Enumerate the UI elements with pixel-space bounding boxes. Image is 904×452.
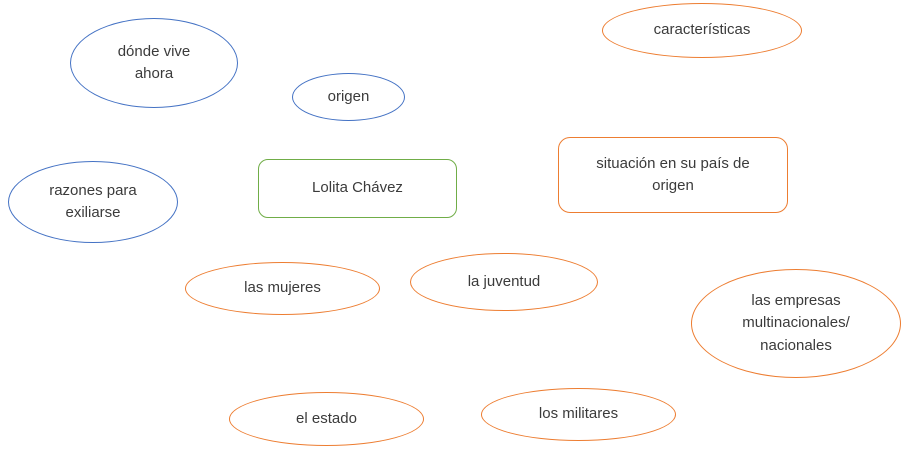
node-situacion-pais-origen-label: situación en su país de origen bbox=[596, 154, 750, 195]
node-el-estado[interactable]: el estado bbox=[229, 392, 424, 446]
node-lolita-chavez[interactable]: Lolita Chávez bbox=[258, 159, 457, 218]
node-los-militares[interactable]: los militares bbox=[481, 388, 676, 441]
node-las-mujeres[interactable]: las mujeres bbox=[185, 262, 380, 315]
node-los-militares-label: los militares bbox=[538, 405, 619, 423]
node-las-empresas[interactable]: las empresas multinacionales/ nacionales bbox=[691, 269, 901, 378]
node-las-mujeres-label: las mujeres bbox=[244, 279, 321, 297]
node-origen[interactable]: origen bbox=[292, 73, 405, 121]
node-razones-para-exiliarse-label: razones para exiliarse bbox=[49, 181, 137, 222]
node-la-juventud[interactable]: la juventud bbox=[410, 253, 598, 311]
node-donde-vive-ahora[interactable]: dónde vive ahora bbox=[70, 18, 238, 108]
node-las-empresas-label: las empresas multinacionales/ nacionales bbox=[742, 291, 850, 354]
node-la-juventud-label: la juventud bbox=[467, 272, 541, 290]
node-caracteristicas[interactable]: características bbox=[602, 3, 802, 58]
node-el-estado-label: el estado bbox=[296, 409, 357, 427]
node-caracteristicas-label: características bbox=[653, 21, 751, 39]
node-lolita-chavez-label: Lolita Chávez bbox=[312, 179, 403, 197]
node-donde-vive-ahora-label: dónde vive ahora bbox=[117, 42, 191, 83]
node-situacion-pais-origen[interactable]: situación en su país de origen bbox=[558, 137, 788, 213]
node-origen-label: origen bbox=[327, 87, 370, 105]
node-razones-para-exiliarse[interactable]: razones para exiliarse bbox=[8, 161, 178, 243]
